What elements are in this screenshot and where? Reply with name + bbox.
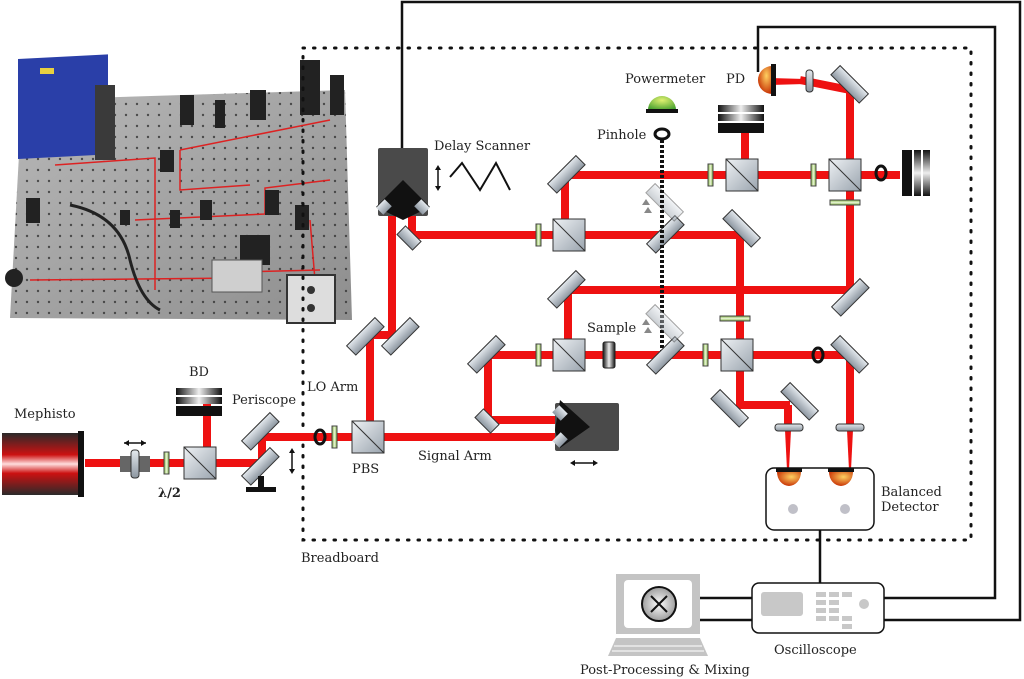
waveplate	[719, 315, 751, 322]
label-periscope: Periscope	[232, 393, 296, 408]
rotation-arrows	[642, 199, 652, 333]
label-mephisto: Mephisto	[14, 407, 76, 422]
wire-pd	[756, 25, 997, 600]
label-pinhole: Pinhole	[597, 128, 647, 143]
beamsplitter	[720, 338, 754, 372]
iris	[874, 164, 888, 182]
computer	[608, 574, 708, 656]
oscilloscope	[751, 582, 885, 634]
label-lo-arm: LO Arm	[307, 380, 358, 395]
mirror	[380, 316, 420, 356]
mirror	[474, 408, 500, 434]
mirror-flip	[645, 214, 685, 254]
lens	[774, 423, 804, 432]
label-pd: PD	[726, 72, 745, 87]
beamsplitter	[552, 338, 586, 372]
waveplate	[331, 425, 338, 449]
mirror-flip	[645, 335, 685, 375]
pinhole	[653, 127, 671, 141]
balanced-detector	[765, 467, 875, 531]
mirror	[780, 381, 820, 421]
mirror	[830, 334, 870, 374]
collimating-lens	[120, 440, 150, 479]
beamsplitter	[725, 158, 759, 192]
mirror	[830, 277, 870, 317]
beamsplitter	[552, 218, 586, 252]
waveplate	[829, 199, 861, 206]
label-powermeter: Powermeter	[625, 72, 706, 87]
periscope	[240, 411, 295, 492]
wires	[400, 0, 1022, 622]
mirror	[710, 388, 750, 428]
pbs-main	[351, 420, 385, 454]
label-balanced: Balanced	[881, 485, 942, 500]
mirror	[466, 334, 506, 374]
waveplate	[810, 163, 817, 187]
mirror	[546, 154, 586, 194]
iris	[313, 428, 327, 446]
powermeter	[646, 96, 678, 113]
wire-delay-scanner	[400, 0, 1022, 622]
delay-scanner	[376, 148, 511, 220]
label-signal-arm: Signal Arm	[418, 449, 492, 464]
mephisto-laser	[2, 431, 84, 497]
beam-dump-bd	[176, 388, 222, 416]
mirror-flip-ghost	[645, 303, 685, 343]
photodiode-pd	[758, 64, 776, 96]
half-wave-plate	[163, 451, 170, 475]
sample	[602, 341, 616, 369]
waveplate	[707, 163, 714, 187]
label-delay-scanner: Delay Scanner	[434, 139, 531, 154]
waveplate	[535, 223, 542, 247]
label-half-wave: λ/2	[158, 486, 181, 501]
mirror	[722, 208, 762, 248]
breadboard-photo	[5, 54, 352, 324]
breadboard-boundary	[301, 46, 973, 542]
waveplate	[702, 343, 709, 367]
lens	[835, 423, 865, 432]
label-detector: Detector	[881, 500, 939, 515]
lens	[805, 69, 814, 93]
pbs-input	[183, 446, 217, 480]
mirror	[345, 316, 385, 356]
label-post-processing: Post-Processing & Mixing	[580, 663, 750, 678]
label-sample: Sample	[587, 321, 636, 336]
label-pbs: PBS	[352, 462, 379, 477]
beamsplitter	[828, 158, 862, 192]
circled-x-icon	[650, 595, 668, 613]
label-oscilloscope: Oscilloscope	[774, 643, 857, 658]
beam-dump	[718, 105, 764, 133]
mirror	[396, 225, 422, 251]
mirror	[830, 64, 870, 104]
iris	[811, 346, 825, 364]
beam-dump	[902, 150, 930, 196]
mirror-flip-ghost	[645, 182, 685, 222]
label-bd: BD	[189, 365, 209, 380]
mirror	[546, 269, 586, 309]
signal-delay-stage	[552, 400, 619, 466]
label-breadboard: Breadboard	[301, 551, 379, 566]
waveplate	[535, 343, 542, 367]
